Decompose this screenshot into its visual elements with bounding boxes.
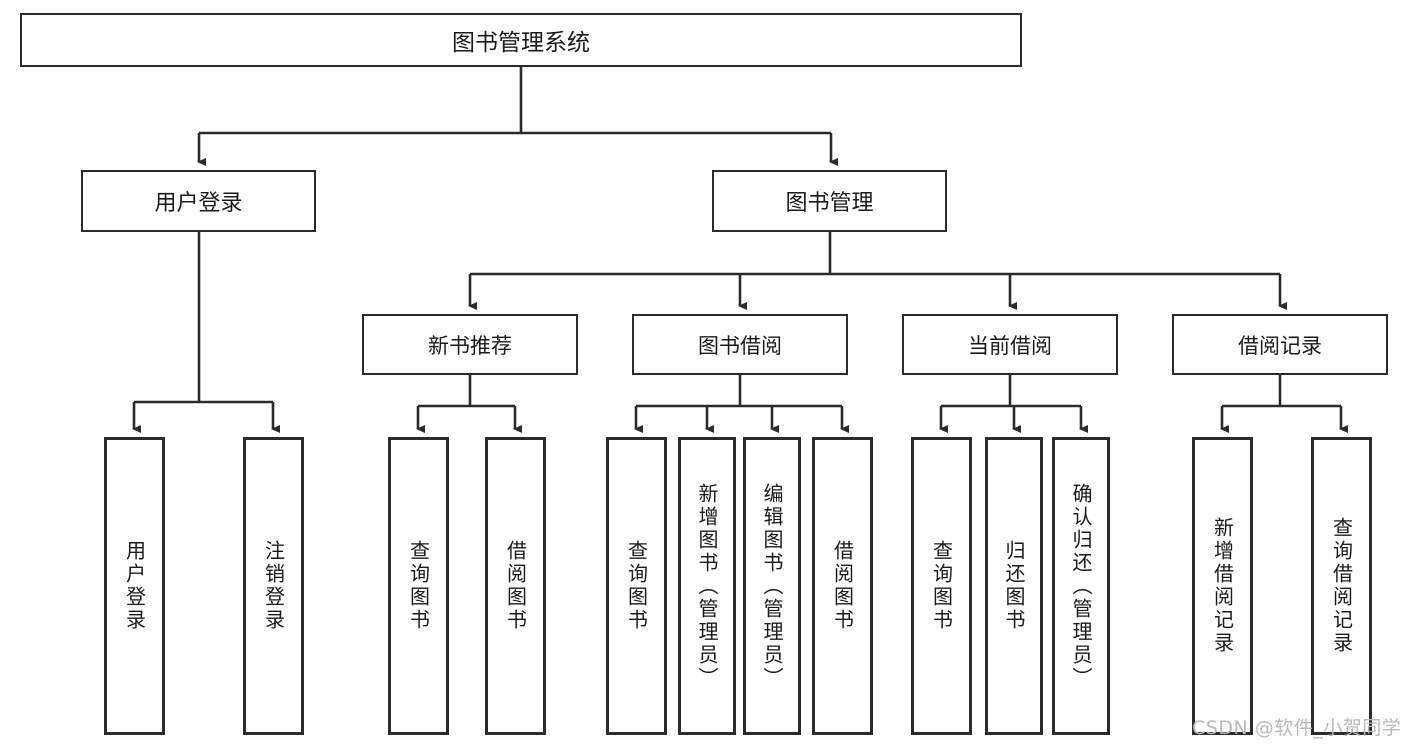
leaf-confirm-return-admin-label: 确认归还（管理员）: [1069, 482, 1093, 690]
leaf-user-login-label: 用户登录: [122, 540, 147, 632]
node-user-login[interactable]: 用户登录: [81, 170, 316, 232]
node-current-borrow-label: 当前借阅: [968, 333, 1052, 358]
leaf-add-book-admin-label: 新增图书（管理员）: [695, 482, 719, 690]
node-book-management-label: 图书管理: [785, 191, 874, 216]
leaf-query-borrow-record[interactable]: 查询借阅记录: [1311, 437, 1372, 735]
leaf-borrow-book-recommend[interactable]: 借阅图书: [485, 437, 546, 735]
leaf-query-book-borrow[interactable]: 查询图书: [606, 437, 667, 735]
leaf-query-book-current-label: 查询图书: [929, 540, 954, 632]
watermark: CSDN @软件_小贺同学: [1192, 717, 1402, 739]
node-borrow-record-label: 借阅记录: [1238, 333, 1322, 358]
leaf-query-book-borrow-label: 查询图书: [624, 540, 649, 632]
leaf-return-book-label: 归还图书: [1002, 540, 1026, 632]
leaf-query-borrow-record-label: 查询借阅记录: [1329, 517, 1354, 655]
leaf-borrow-book-label: 借阅图书: [830, 540, 855, 632]
node-new-book-recommend[interactable]: 新书推荐: [362, 314, 578, 375]
leaf-confirm-return-admin[interactable]: 确认归还（管理员）: [1052, 437, 1110, 735]
leaf-query-book-current[interactable]: 查询图书: [911, 437, 972, 735]
node-root-label: 图书管理系统: [452, 30, 590, 56]
node-book-borrow[interactable]: 图书借阅: [632, 314, 848, 375]
leaf-user-logout-label: 注销登录: [261, 540, 286, 632]
leaf-add-borrow-record[interactable]: 新增借阅记录: [1192, 437, 1253, 735]
node-borrow-record[interactable]: 借阅记录: [1172, 314, 1388, 375]
leaf-query-book-recommend[interactable]: 查询图书: [388, 437, 449, 735]
node-new-book-recommend-label: 新书推荐: [428, 333, 512, 358]
leaf-return-book[interactable]: 归还图书: [985, 437, 1043, 735]
leaf-borrow-book[interactable]: 借阅图书: [812, 437, 873, 735]
node-book-management[interactable]: 图书管理: [712, 170, 947, 232]
leaf-add-book-admin[interactable]: 新增图书（管理员）: [678, 437, 736, 735]
leaf-user-logout[interactable]: 注销登录: [243, 437, 304, 735]
node-user-login-label: 用户登录: [154, 191, 243, 216]
node-book-borrow-label: 图书借阅: [698, 333, 782, 358]
leaf-edit-book-admin[interactable]: 编辑图书（管理员）: [743, 437, 801, 735]
node-current-borrow[interactable]: 当前借阅: [902, 314, 1118, 375]
node-root[interactable]: 图书管理系统: [20, 13, 1022, 67]
leaf-edit-book-admin-label: 编辑图书（管理员）: [760, 482, 784, 690]
leaf-borrow-book-recommend-label: 借阅图书: [503, 540, 528, 632]
leaf-user-login[interactable]: 用户登录: [104, 437, 165, 735]
leaf-query-book-recommend-label: 查询图书: [406, 540, 431, 632]
leaf-add-borrow-record-label: 新增借阅记录: [1210, 517, 1235, 655]
